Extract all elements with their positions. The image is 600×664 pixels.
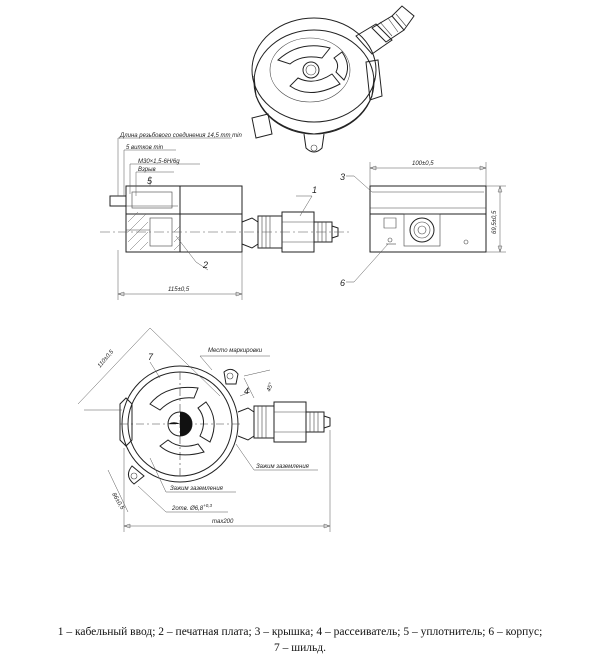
- caption-line-2: 7 – шильд.: [274, 642, 326, 654]
- max-width-dim: max200: [212, 519, 234, 525]
- hatching: [127, 211, 181, 251]
- callout-1: 1: [312, 185, 317, 195]
- front-section-view: [100, 137, 350, 300]
- side-view: [346, 162, 506, 283]
- front-width-dim: 115±0,5: [168, 287, 190, 293]
- isometric-view: [251, 5, 415, 153]
- callout-3: 3: [340, 172, 345, 182]
- ground-clamp-left: Зажим заземления: [170, 486, 224, 492]
- callout-7: 7: [148, 352, 154, 362]
- side-height-dim: 69,5±0,5: [492, 210, 498, 234]
- callout-5: 5: [147, 176, 153, 186]
- thread-length-note: Длина резьбового соединения 14,5 mm min: [119, 133, 242, 139]
- holes-label: 2отв. Ø6,8+0,3: [171, 503, 213, 512]
- callout-4: 4: [244, 386, 249, 396]
- callout-2: 2: [202, 260, 208, 270]
- diameter-dim: 110±0,5: [97, 349, 116, 370]
- side-width-dim: 100±0,5: [412, 161, 434, 167]
- ground-clamp-right: Зажим заземления: [256, 464, 310, 470]
- threads-note: 5 витков min: [126, 145, 164, 151]
- groove-label: Взрыв: [138, 167, 156, 173]
- callout-6: 6: [340, 278, 345, 288]
- figure-caption: 1 – кабельный ввод; 2 – печатная плата; …: [0, 624, 600, 656]
- technical-drawing: Длина резьбового соединения 14,5 mm min …: [77, 5, 506, 532]
- marking-place-label: Место маркировки: [208, 348, 263, 354]
- angle-label: 45°: [266, 382, 275, 393]
- thread-spec: М30×1,5-6Н/6g: [138, 159, 180, 165]
- caption-line-1: 1 – кабельный ввод; 2 – печатная плата; …: [57, 626, 543, 638]
- top-view: [77, 327, 331, 532]
- small-dim: 86±0,5: [110, 492, 125, 511]
